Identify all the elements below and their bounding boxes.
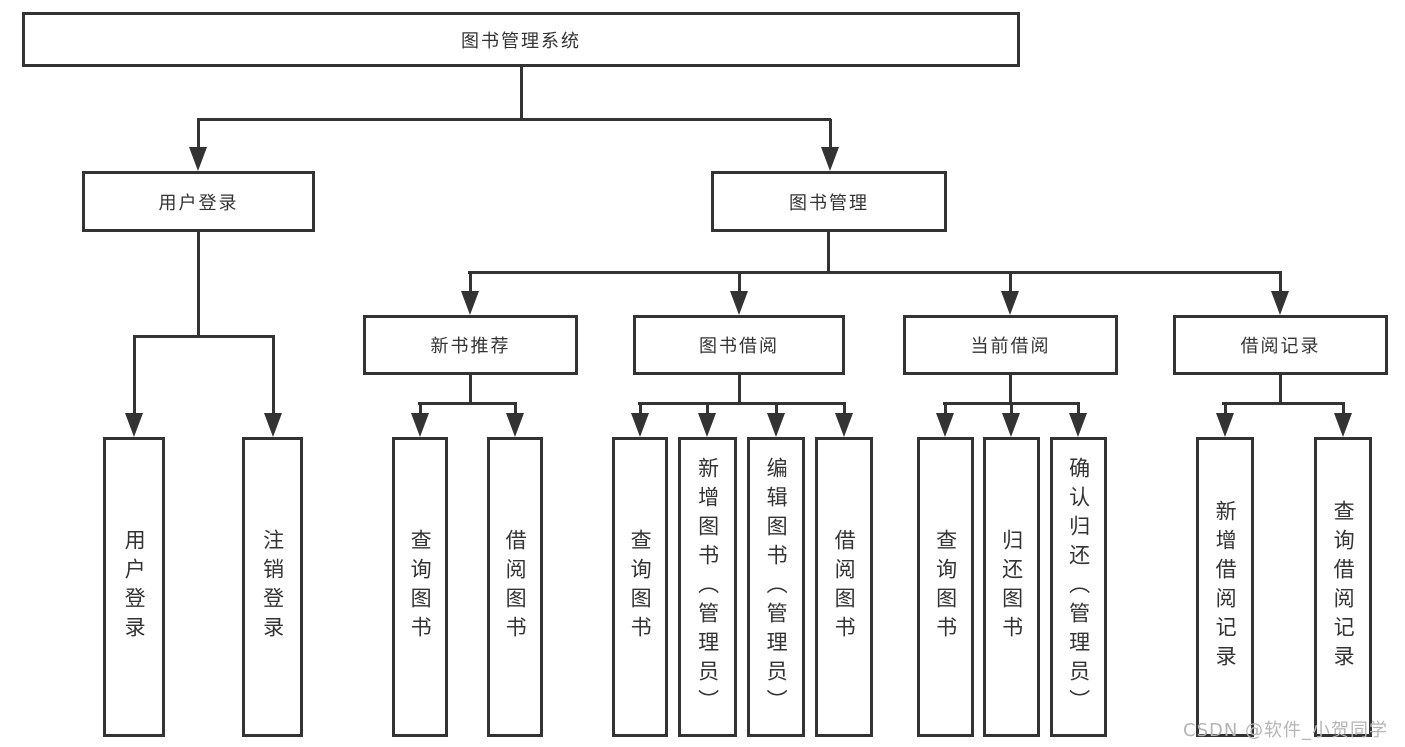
connector-line — [519, 67, 523, 121]
connector-line — [197, 118, 831, 121]
arrow-down-icon — [1001, 291, 1019, 315]
connector-line — [1008, 375, 1012, 405]
leaf-query-borrow-record-label: 查询借阅记录 — [1331, 500, 1356, 674]
leaf-borrow-books-2: 借阅图书 — [815, 437, 873, 737]
leaf-add-borrow-record: 新增借阅记录 — [1196, 437, 1254, 737]
connector-line — [828, 119, 832, 151]
leaf-borrow-books-1-label: 借阅图书 — [503, 529, 528, 645]
leaf-query-books-2-label: 查询图书 — [628, 529, 653, 645]
leaf-confirm-return-admin-label: 确认归还（管理员） — [1066, 456, 1091, 718]
node-user-login-label: 用户登录 — [158, 192, 239, 214]
node-root: 图书管理系统 — [22, 12, 1020, 67]
connector-line — [196, 119, 200, 151]
node-new-book-recommend: 新书推荐 — [363, 315, 578, 375]
connector-line — [513, 403, 517, 417]
leaf-query-books-2: 查询图书 — [612, 437, 668, 737]
csdn-watermark: CSDN @软件_小贺同学 — [1183, 720, 1389, 741]
connector-line — [418, 403, 422, 417]
connector-line — [774, 403, 778, 417]
leaf-query-books-3-label: 查询图书 — [933, 529, 958, 645]
connector-line — [1278, 272, 1282, 295]
connector-line — [737, 272, 741, 295]
leaf-query-books-1-label: 查询图书 — [408, 529, 433, 645]
connector-line — [1222, 402, 1345, 405]
arrow-down-icon — [631, 413, 649, 437]
leaf-query-borrow-record: 查询借阅记录 — [1314, 437, 1372, 737]
connector-line — [196, 232, 200, 338]
arrow-down-icon — [767, 413, 785, 437]
connector-line — [943, 403, 947, 417]
node-current-borrowing: 当前借阅 — [903, 315, 1118, 375]
node-borrowing-records-label: 借阅记录 — [1240, 336, 1321, 357]
connector-line — [1009, 403, 1013, 417]
leaf-add-books-admin: 新增图书（管理员） — [678, 437, 737, 737]
arrow-down-icon — [730, 291, 748, 315]
leaf-borrow-books-2-label: 借阅图书 — [832, 529, 857, 645]
leaf-user-login: 用户登录 — [103, 437, 165, 737]
node-book-borrowing: 图书借阅 — [633, 315, 845, 375]
leaf-return-books-label: 归还图书 — [999, 529, 1024, 645]
arrow-down-icon — [1271, 291, 1289, 315]
arrow-down-icon — [1002, 413, 1020, 437]
leaf-edit-books-admin-label: 编辑图书（管理员） — [764, 456, 789, 718]
arrow-down-icon — [189, 147, 207, 171]
node-new-book-recommend-label: 新书推荐 — [430, 336, 511, 357]
connector-line — [638, 402, 846, 405]
connector-line — [133, 335, 275, 338]
arrow-down-icon — [125, 413, 143, 437]
arrow-down-icon — [1069, 413, 1087, 437]
connector-line — [132, 336, 136, 417]
connector-line — [468, 272, 472, 295]
leaf-logout: 注销登录 — [242, 437, 303, 737]
connector-line — [705, 403, 709, 417]
leaf-add-borrow-record-label: 新增借阅记录 — [1213, 500, 1238, 674]
leaf-return-books: 归还图书 — [983, 437, 1040, 737]
leaf-logout-label: 注销登录 — [260, 529, 285, 645]
leaf-user-login-label: 用户登录 — [122, 529, 147, 645]
connector-line — [1223, 403, 1227, 417]
connector-line — [468, 375, 472, 405]
arrow-down-icon — [835, 413, 853, 437]
node-current-borrowing-label: 当前借阅 — [970, 336, 1051, 357]
node-root-label: 图书管理系统 — [461, 30, 581, 52]
node-book-borrowing-label: 图书借阅 — [699, 336, 779, 357]
connector-line — [271, 336, 275, 417]
node-borrowing-records: 借阅记录 — [1173, 315, 1388, 375]
arrow-down-icon — [506, 413, 524, 437]
node-book-management: 图书管理 — [711, 171, 947, 232]
leaf-confirm-return-admin: 确认归还（管理员） — [1050, 437, 1107, 737]
node-user-login: 用户登录 — [82, 171, 315, 232]
leaf-borrow-books-1: 借阅图书 — [487, 437, 543, 737]
leaf-edit-books-admin: 编辑图书（管理员） — [747, 437, 805, 737]
connector-line — [418, 402, 517, 405]
arrow-down-icon — [461, 291, 479, 315]
connector-line — [1008, 272, 1012, 295]
arrow-down-icon — [936, 413, 954, 437]
connector-line — [842, 403, 846, 417]
arrow-down-icon — [1334, 413, 1352, 437]
leaf-add-books-admin-label: 新增图书（管理员） — [695, 456, 720, 718]
connector-line — [468, 271, 1282, 274]
leaf-query-books-1: 查询图书 — [392, 437, 448, 737]
arrow-down-icon — [411, 413, 429, 437]
connector-line — [737, 375, 741, 405]
connector-line — [638, 403, 642, 417]
arrow-down-icon — [821, 147, 839, 171]
arrow-down-icon — [264, 413, 282, 437]
arrow-down-icon — [698, 413, 716, 437]
connector-line — [1278, 375, 1282, 405]
leaf-query-books-3: 查询图书 — [917, 437, 974, 737]
connector-line — [1076, 403, 1080, 417]
arrow-down-icon — [1216, 413, 1234, 437]
connector-line — [1341, 403, 1345, 417]
connector-line — [826, 232, 830, 274]
node-book-management-label: 图书管理 — [789, 192, 869, 214]
